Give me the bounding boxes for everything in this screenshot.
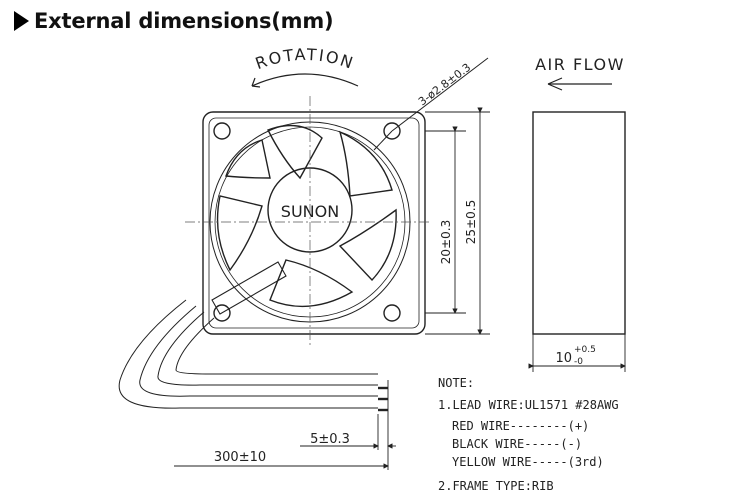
fan-front-view bbox=[202, 111, 426, 335]
airflow-arrow bbox=[547, 77, 612, 91]
rotation-label: ROTATION bbox=[253, 45, 357, 73]
notes-block: NOTE: 1.LEAD WIRE:UL1571 #28AWG RED WIRE… bbox=[438, 376, 619, 493]
notes-frame-type: 2.FRAME TYPE:RIB bbox=[438, 479, 554, 493]
center-lines bbox=[185, 96, 430, 345]
notes-red-wire: RED WIRE--------(+) bbox=[452, 419, 589, 433]
dim-thickness-lower: -0 bbox=[574, 357, 583, 367]
thickness-dimension bbox=[528, 334, 626, 372]
hole-leader bbox=[373, 57, 489, 151]
wire-length-dimension bbox=[174, 380, 396, 470]
section-heading: External dimensions(mm) bbox=[14, 6, 334, 36]
dim-wire-length-label: 300±10 bbox=[214, 450, 266, 465]
dim-inner-label: 20±0.3 bbox=[439, 220, 453, 264]
notes-lead-wire: 1.LEAD WIRE:UL1571 #28AWG bbox=[438, 398, 619, 412]
rotation-arrowhead bbox=[251, 77, 261, 88]
notes-yellow-wire: YELLOW WIRE-----(3rd) bbox=[452, 455, 604, 469]
rotation-arc-arrow bbox=[251, 73, 359, 87]
lead-wires bbox=[118, 299, 388, 412]
triangle-bullet-icon bbox=[14, 11, 29, 31]
dim-outer-label: 25±0.5 bbox=[464, 200, 478, 244]
heading-text: External dimensions(mm) bbox=[34, 9, 334, 33]
fan-side-view bbox=[532, 111, 626, 335]
height-dimension-lines bbox=[425, 107, 490, 335]
dim-thickness-main: 10 bbox=[555, 351, 572, 366]
hole-spec-label: 3-ø2.8±0.3 bbox=[416, 61, 473, 109]
dim-thickness-upper: +0.5 bbox=[574, 345, 596, 355]
notes-black-wire: BLACK WIRE-----(-) bbox=[452, 437, 582, 451]
airflow-label: AIR FLOW bbox=[535, 55, 625, 74]
notes-title: NOTE: bbox=[438, 376, 474, 390]
dim-strip-label: 5±0.3 bbox=[310, 432, 350, 447]
